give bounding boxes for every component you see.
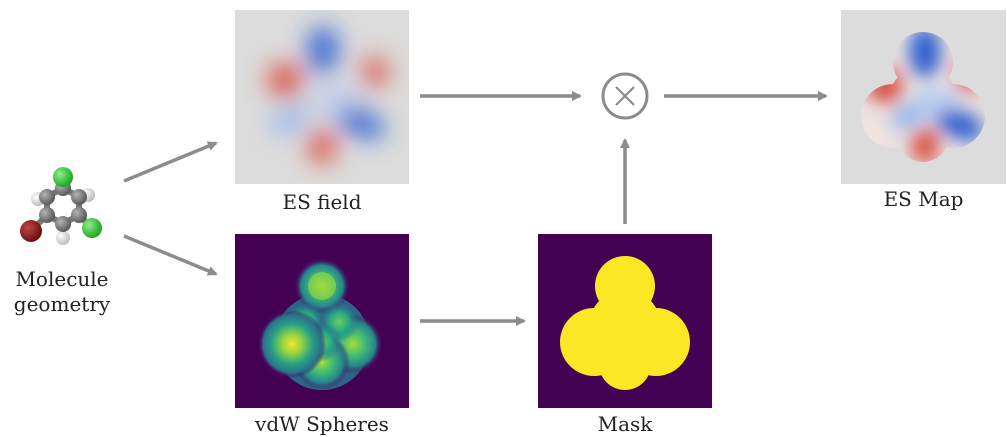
vdw-spheres-image xyxy=(235,234,409,408)
mask-image xyxy=(538,234,712,408)
arrow-molecule-to-vdw xyxy=(123,234,218,276)
mask-label: Mask xyxy=(597,412,653,436)
es-map-image xyxy=(841,10,1006,184)
circled-times-icon xyxy=(601,72,649,120)
molecule-label: Molecule geometry xyxy=(0,267,124,317)
ball-and-stick-molecule-icon xyxy=(20,167,102,245)
vdw-spheres-label: vdW Spheres xyxy=(255,412,389,436)
es-field-label: ES field xyxy=(282,190,362,214)
es-field-image xyxy=(235,10,409,184)
arrow-molecule-to-es-field xyxy=(123,141,218,183)
es-map-label: ES Map xyxy=(883,187,964,211)
molecule-label-line1: Molecule xyxy=(15,267,109,291)
molecule-label-line2: geometry xyxy=(13,292,111,316)
